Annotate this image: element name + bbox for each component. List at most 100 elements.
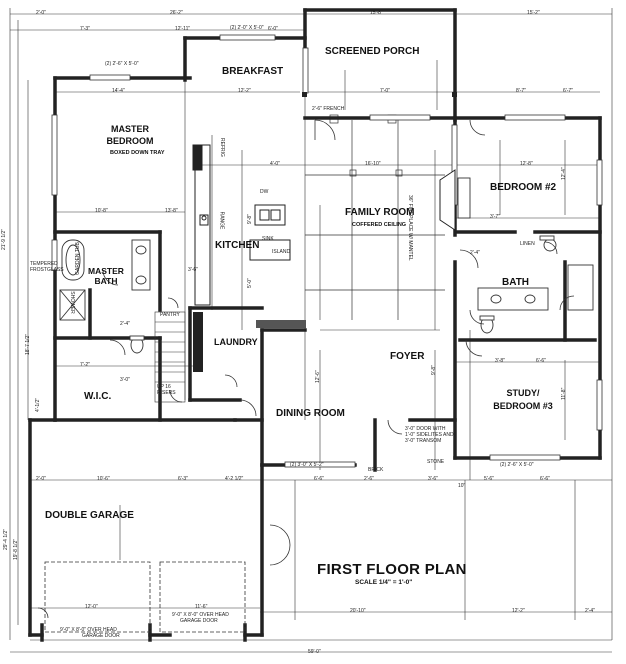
dim-bed2-8-7: 8'-7" [516, 88, 526, 94]
bedroom-2-label: BEDROOM #2 [490, 182, 557, 193]
dim-20-10: 20'-10" [350, 608, 366, 614]
family-ceiling-note: COFFERED CEILING [352, 222, 407, 228]
dim-garage-6-3: 6'-3" [178, 476, 188, 482]
garage-door-1-label-2: GARAGE DOOR [82, 633, 120, 639]
dim-bed2-6-7: 6'-7" [563, 88, 573, 94]
master-tray-note: BOXED DOWN TRAY [110, 150, 165, 156]
foyer-label: FOYER [390, 351, 425, 362]
dim-master-width: 14'-4" [112, 88, 125, 94]
dim-foyer-depth: 9'-8" [431, 365, 437, 375]
dim-study-depth: 11'-8" [561, 387, 567, 400]
dim-breakfast-width: 12'-2" [238, 88, 251, 94]
garage-door-1-label: 9'-0" X 8'-0" OVER HEAD [60, 627, 117, 633]
dim-study-window: (2) 2'-6" X 5'-0" [500, 462, 534, 468]
bath-label: BATH [502, 277, 530, 288]
dim-study-6-6: 6'-6" [540, 476, 550, 482]
dim-dining-depth: 12'-6" [315, 370, 321, 383]
dimension-lines [9, 8, 613, 653]
linen-label: LINEN [520, 241, 535, 247]
laundry-label: LAUNDRY [214, 337, 258, 347]
dim-kitchen-5: 5'-0" [247, 278, 253, 288]
dim-left-19: 19'-8 1/2" [13, 538, 19, 560]
dim-bath-2-4: 2'-4" [470, 250, 480, 256]
dim-garage-10-6: 10'-6" [97, 476, 110, 482]
master-bath-label-2: BATH [94, 276, 118, 286]
screened-porch-label: SCREENED PORCH [325, 46, 420, 57]
dim-master-10-8: 10'-8" [95, 208, 108, 214]
shower-label: SHOWER [68, 291, 75, 314]
dim-garage-2-0: 2'-0" [36, 476, 46, 482]
dim-bedroom2-width: 12'-8" [520, 161, 533, 167]
dim-wic-3: 3'-0" [120, 377, 130, 383]
dim-bed2-3-7: 3'-7" [490, 214, 500, 220]
sink-label: SINK [262, 236, 274, 242]
dim-mbath-7-2: 7'-2" [80, 362, 90, 368]
dim-foyer-3-6: 3'-6" [428, 476, 438, 482]
fireplace-label: 36" FIREPLACE W/ MANTEL [407, 195, 413, 261]
master-bedroom-label-2: BEDROOM [106, 136, 154, 146]
study-label: STUDY/ [506, 388, 540, 398]
family-room-label: FAMILY ROOM [345, 207, 415, 218]
wic-label: W.I.C. [84, 391, 112, 402]
tempered-label-2: FROSTGLASS [30, 267, 64, 273]
dim-top-3: 15'-8" [370, 10, 383, 16]
garage-door-2-label: 9'-0" X 8'-0" OVER HEAD [172, 612, 229, 618]
dim-kitchen-3-6: 3'-6" [188, 267, 198, 273]
door-note-2: 1'-0" SIDELITES AND [405, 432, 454, 438]
laundry-wall-fill [193, 312, 306, 372]
dim-2-4: 2'-4" [585, 608, 595, 614]
dim-study-5-6: 5'-6" [484, 476, 494, 482]
stairs-up-label: UP 16 [157, 384, 171, 390]
dim-fam-7: 7'-0" [380, 88, 390, 94]
dim-bed2-depth: 12'-4" [561, 167, 567, 180]
range-label: RANGE [218, 211, 225, 230]
dim-top-6: 12'-11" [175, 26, 191, 32]
garden-tub-label: GARDEN TUB [74, 242, 81, 275]
dim-dining-window: (2) 3'-0" X 5'-2" [290, 462, 324, 468]
dining-room-label: DINING ROOM [276, 408, 345, 419]
dim-garage-4-2: 4'-2 1/2" [225, 476, 244, 482]
brick-label: BRICK [368, 467, 384, 473]
windows [51, 34, 603, 468]
dim-garage-12-0: 12'-0" [85, 604, 98, 610]
dim-left-21: 21'-9 1/2" [1, 228, 7, 250]
dim-left-18: 18'-7 1/2" [25, 333, 31, 355]
kitchen-cabinets [192, 144, 291, 306]
bath-fixtures [59, 177, 594, 354]
stone-label: STONE [427, 459, 445, 465]
dim-12-2: 12'-2" [512, 608, 525, 614]
door-note-3: 3'-0" TRANSOM [405, 438, 442, 444]
dim-bath-6-6: 6'-6" [536, 358, 546, 364]
dw-label: DW [260, 189, 269, 195]
garage-door-2-label-2: GARAGE DOOR [180, 618, 218, 624]
door-swings [37, 119, 575, 619]
fireplace [439, 169, 456, 231]
stairs-risers-label: RISERS [157, 390, 176, 396]
dim-left-29: 29'-4 1/2" [3, 528, 9, 550]
dim-top-2: 26'-2" [170, 10, 183, 16]
dim-bath-3-8: 3'-8" [495, 358, 505, 364]
dim-kitchen-depth: 9'-8" [247, 214, 253, 224]
pantry-label: PANTRY [160, 312, 180, 318]
island-label: ISLAND [272, 249, 291, 255]
garage-doors [44, 561, 246, 633]
dim-left-4: 4'-1/2" [35, 397, 41, 412]
coffered-grid [305, 114, 445, 320]
refrig-label: REFRIG [218, 138, 225, 157]
master-bath-label: MASTER [88, 266, 124, 276]
dim-window-top: (2) 2'-0" X 5'-0" [230, 25, 264, 31]
tempered-label: TEMPERED [30, 261, 58, 267]
master-bedroom-label: MASTER [111, 124, 149, 134]
dim-10: 10" [458, 483, 466, 489]
kitchen-label: KITCHEN [215, 240, 260, 251]
plan-title: FIRST FLOOR PLAN [317, 561, 467, 578]
dim-top-4: 15'-2" [527, 10, 540, 16]
dim-family-width: 16'-10" [365, 161, 381, 167]
stairs [154, 311, 186, 403]
dim-window-master: (2) 2'-6" X 5'-0" [105, 61, 139, 67]
french-door-label: 2'-6" FRENCH [312, 106, 345, 112]
double-garage-label: DOUBLE GARAGE [45, 510, 134, 521]
study-label-2: BEDROOM #3 [493, 401, 553, 411]
dim-master-13-8: 13'-8" [165, 208, 178, 214]
